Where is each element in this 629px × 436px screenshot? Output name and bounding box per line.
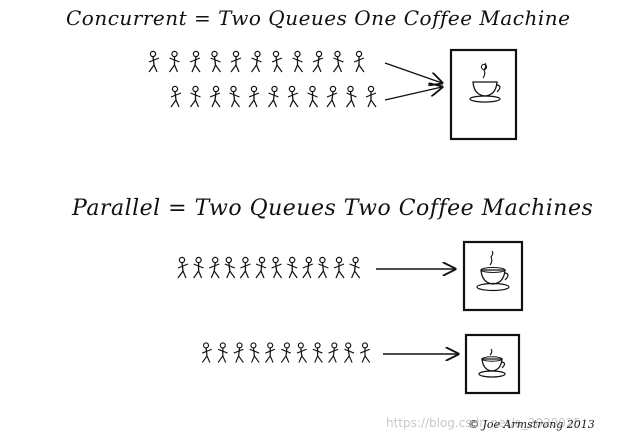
stick-figure — [268, 85, 279, 108]
stick-figure — [307, 85, 318, 108]
stick-figure — [271, 256, 283, 279]
stick-figure — [230, 50, 242, 73]
stick-figure — [201, 342, 212, 363]
stick-figure — [208, 256, 220, 279]
stick-figure — [239, 256, 251, 279]
stick-figure — [233, 342, 244, 363]
coffee-machine-2 — [464, 333, 521, 395]
credit-text: © Joe Armstrong 2013 — [468, 418, 595, 431]
parallel-title: Parallel = Two Queues Two Coffee Machine… — [72, 196, 594, 221]
stick-figure — [229, 85, 240, 108]
stick-figure — [209, 85, 221, 108]
queue-concurrent-top — [148, 50, 365, 73]
stick-figure — [333, 50, 344, 73]
stick-figure — [271, 50, 283, 73]
arrow-concurrent-bottom — [384, 87, 442, 101]
stick-figure — [177, 256, 189, 279]
stick-figure — [189, 50, 201, 73]
stick-figure — [148, 50, 160, 73]
stick-figure — [249, 342, 260, 363]
queue-parallel-top — [177, 256, 361, 279]
stick-figure — [312, 50, 324, 73]
stick-figure — [333, 256, 345, 279]
queue-parallel-bottom — [201, 342, 371, 363]
coffee-cup-icon — [476, 250, 510, 292]
stick-figure — [365, 85, 377, 108]
queue-concurrent-bottom — [170, 85, 377, 108]
stick-figure — [343, 342, 355, 363]
stick-figure — [217, 342, 228, 363]
stick-figure — [248, 85, 260, 108]
stick-figure — [346, 85, 357, 108]
stick-figure — [312, 342, 323, 363]
coffee-machine-1 — [462, 240, 524, 312]
stick-figure — [286, 256, 298, 279]
stick-figure — [296, 342, 308, 363]
coffee-cup-icon — [469, 62, 501, 103]
stick-figure — [280, 342, 291, 363]
stick-figure — [302, 256, 314, 279]
arrow-concurrent-top — [384, 62, 442, 83]
stick-figure — [264, 342, 276, 363]
stick-figure — [193, 256, 204, 279]
stick-figure — [292, 50, 303, 73]
stick-figure — [326, 85, 338, 108]
stick-figure — [170, 85, 182, 108]
stick-figure — [224, 256, 236, 279]
stick-figure — [317, 256, 329, 279]
stick-figure — [360, 342, 371, 363]
stick-figure — [169, 50, 180, 73]
stick-figure — [328, 342, 339, 363]
watermark-text: https://blog.csdn.net/a_2020025 — [386, 416, 582, 430]
stick-figure — [353, 50, 365, 73]
stick-figure — [251, 50, 262, 73]
stick-figure — [190, 85, 201, 108]
coffee-cup-icon — [478, 348, 506, 378]
coffee-machine-shared — [449, 48, 518, 141]
stick-figure — [349, 256, 361, 279]
concurrent-title: Concurrent = Two Queues One Coffee Machi… — [66, 6, 571, 30]
stick-figure — [210, 50, 221, 73]
stick-figure — [287, 85, 299, 108]
stick-figure — [255, 256, 267, 279]
